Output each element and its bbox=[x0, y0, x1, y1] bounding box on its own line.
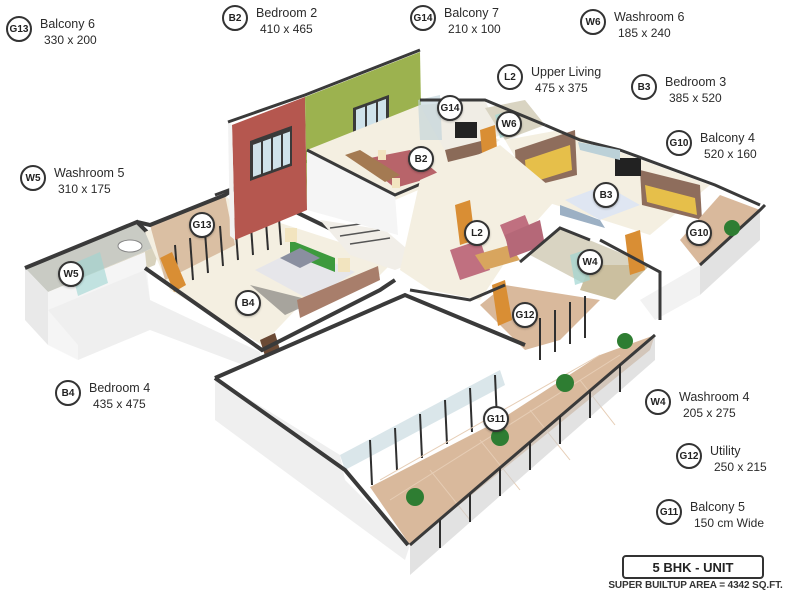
legend-b4: B4 Bedroom 4 435 x 475 bbox=[55, 380, 150, 412]
legend-name: Bedroom 2 bbox=[256, 6, 318, 20]
legend-name: Balcony 6 bbox=[40, 17, 95, 31]
legend-dim: 330 x 200 bbox=[44, 33, 97, 47]
legend-dim: 310 x 175 bbox=[58, 182, 111, 196]
legend-name: Utility bbox=[710, 444, 741, 458]
marker-g12[interactable]: G12 bbox=[512, 302, 538, 328]
legend-g11: G11 Balcony 5 150 cm Wide bbox=[656, 499, 764, 531]
legend-name: Balcony 4 bbox=[700, 131, 755, 145]
legend-w4: W4 Washroom 4 205 x 275 bbox=[645, 389, 749, 421]
badge-g12: G12 bbox=[676, 443, 702, 469]
legend-l2: L2 Upper Living 475 x 375 bbox=[497, 64, 601, 96]
unit-type-label: 5 BHK - UNIT bbox=[622, 555, 764, 579]
legend-dim: 185 x 240 bbox=[618, 26, 671, 40]
marker-g13[interactable]: G13 bbox=[189, 212, 215, 238]
marker-g10[interactable]: G10 bbox=[686, 220, 712, 246]
legend-g14: G14 Balcony 7 210 x 100 bbox=[410, 5, 501, 37]
balcony-4-area bbox=[640, 195, 767, 320]
legend-dim: 210 x 100 bbox=[448, 22, 501, 36]
super-builtup-area: SUPER BUILTUP AREA = 4342 SQ.FT. bbox=[608, 580, 783, 591]
legend-b3: B3 Bedroom 3 385 x 520 bbox=[631, 74, 726, 106]
legend-dim: 435 x 475 bbox=[93, 397, 146, 411]
legend-dim: 205 x 275 bbox=[683, 406, 736, 420]
badge-b4: B4 bbox=[55, 380, 81, 406]
legend-name: Balcony 7 bbox=[444, 6, 499, 20]
legend-name: Washroom 5 bbox=[54, 166, 125, 180]
legend-dim: 150 cm Wide bbox=[694, 516, 765, 530]
utility-area bbox=[409, 280, 600, 360]
legend-name: Upper Living bbox=[531, 65, 602, 79]
marker-g11[interactable]: G11 bbox=[483, 406, 509, 432]
legend-g12: G12 Utility 250 x 215 bbox=[676, 443, 767, 475]
marker-w5[interactable]: W5 bbox=[58, 261, 84, 287]
bedroom-2-area bbox=[227, 48, 500, 240]
marker-b3[interactable]: B3 bbox=[593, 182, 619, 208]
marker-b2[interactable]: B2 bbox=[408, 146, 434, 172]
legend-name: Washroom 4 bbox=[679, 390, 750, 404]
badge-g11: G11 bbox=[656, 499, 682, 525]
legend-dim: 385 x 520 bbox=[669, 91, 722, 105]
marker-w6[interactable]: W6 bbox=[496, 111, 522, 137]
legend-w6: W6 Washroom 6 185 x 240 bbox=[580, 9, 684, 41]
badge-g10: G10 bbox=[666, 130, 692, 156]
legend-name: Bedroom 4 bbox=[89, 381, 151, 395]
badge-g13: G13 bbox=[6, 16, 32, 42]
badge-w5: W5 bbox=[20, 165, 46, 191]
legend-b2: B2 Bedroom 2 410 x 465 bbox=[222, 5, 317, 37]
legend-dim: 520 x 160 bbox=[704, 147, 757, 161]
legend-g13: G13 Balcony 6 330 x 200 bbox=[6, 16, 97, 48]
balcony-5-area bbox=[213, 292, 656, 575]
legend-dim: 475 x 375 bbox=[535, 81, 588, 95]
legend-name: Washroom 6 bbox=[614, 10, 685, 24]
legend-dim: 250 x 215 bbox=[714, 460, 767, 474]
marker-g14[interactable]: G14 bbox=[437, 95, 463, 121]
marker-w4[interactable]: W4 bbox=[577, 249, 603, 275]
badge-b2: B2 bbox=[222, 5, 248, 31]
legend-name: Balcony 5 bbox=[690, 500, 745, 514]
legend-name: Bedroom 3 bbox=[665, 75, 727, 89]
legend-w5: W5 Washroom 5 310 x 175 bbox=[20, 165, 124, 197]
marker-l2[interactable]: L2 bbox=[464, 220, 490, 246]
badge-w6: W6 bbox=[580, 9, 606, 35]
legend-g10: G10 Balcony 4 520 x 160 bbox=[666, 130, 757, 162]
badge-w4: W4 bbox=[645, 389, 671, 415]
badge-l2: L2 bbox=[497, 64, 523, 90]
legend-dim: 410 x 465 bbox=[260, 22, 313, 36]
badge-g14: G14 bbox=[410, 5, 436, 31]
marker-b4[interactable]: B4 bbox=[235, 290, 261, 316]
badge-b3: B3 bbox=[631, 74, 657, 100]
